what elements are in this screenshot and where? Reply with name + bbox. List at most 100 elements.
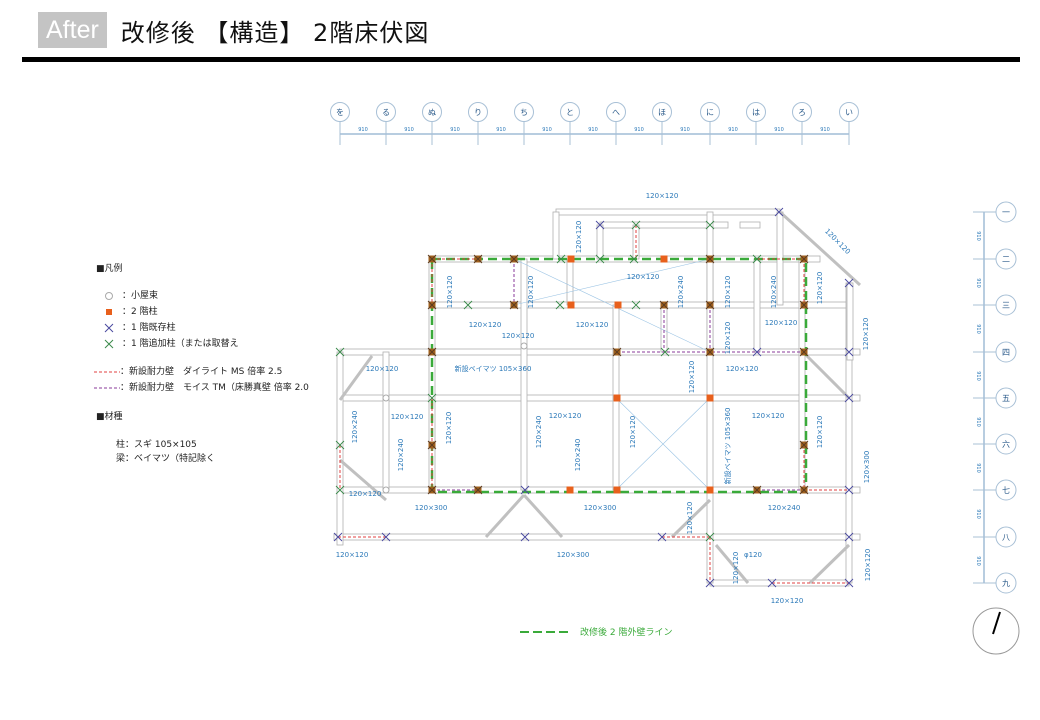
grid-spacing: 910 <box>450 127 460 133</box>
beam-size-label: 120×120 <box>445 412 453 445</box>
legend-item-2f-column: ：2 階柱 <box>96 304 309 320</box>
added-column <box>335 485 345 495</box>
column-2f-on-1f <box>509 254 519 264</box>
column-2f-on-1f <box>659 300 669 310</box>
outline-legend-label: 改修後 2 階外壁ライン <box>580 626 672 638</box>
existing-column <box>705 578 715 588</box>
grid-row-label: 一 <box>1002 208 1010 217</box>
brace <box>522 493 564 539</box>
green-cross-icon <box>96 339 122 349</box>
column-2f <box>660 255 668 263</box>
legend-item-truss-post: ：小屋束 <box>96 288 309 304</box>
beam-size-label: 120×120 <box>724 322 732 355</box>
added-column <box>752 254 762 264</box>
grid-spacing: 910 <box>496 127 506 133</box>
grid-spacing: 910 <box>774 127 784 133</box>
brace <box>808 543 851 585</box>
legend-wall-label: ：新設耐力壁 モイス TM（床勝真壁 倍率 2.0 <box>120 383 309 393</box>
truss-post <box>382 486 390 494</box>
beam-size-label: 120×120 <box>366 365 399 373</box>
grid-row-bubble <box>995 433 1017 455</box>
grid-col-label: へ <box>612 108 620 117</box>
legend-wall-moiss: ：新設耐力壁 モイス TM（床勝真壁 倍率 2.0 <box>94 380 309 396</box>
brace <box>338 355 374 401</box>
grid-row-label: 八 <box>1002 533 1010 542</box>
beam-size-label: 新設ベイマツ 105×360 <box>723 408 732 485</box>
existing-column <box>767 578 777 588</box>
beam-size-label: 120×120 <box>527 276 535 309</box>
material-beam: 梁：ベイマツ（特記除く <box>116 454 216 464</box>
title-rule <box>22 57 1020 62</box>
existing-column <box>520 485 530 495</box>
legend-item-label: ：小屋束 <box>122 291 159 301</box>
truss-post <box>520 342 528 350</box>
column-2f-on-1f <box>752 485 762 495</box>
beam-size-label: 120×120 <box>771 597 804 605</box>
beam-size-label: 120×120 <box>686 502 694 535</box>
grid-col-bubble <box>422 102 442 122</box>
beam <box>555 208 781 216</box>
grid-col-bubble <box>652 102 672 122</box>
beam-size-label: 120×120 <box>576 321 609 329</box>
purple-dash-line-icon <box>94 386 120 390</box>
columns <box>333 207 854 588</box>
column-2f-on-1f <box>799 254 809 264</box>
grid-col-label: る <box>382 108 390 117</box>
beam-size-label: 120×120 <box>502 332 535 340</box>
grid-row-bubble <box>995 387 1017 409</box>
existing-column <box>844 578 854 588</box>
brace <box>714 544 750 584</box>
existing-column <box>657 532 667 542</box>
added-column <box>705 220 715 230</box>
brace <box>339 458 387 502</box>
grid-spacing: 910 <box>680 127 690 133</box>
legend-item-added-column: ：1 階追加柱（または取替え <box>96 336 309 352</box>
existing-column <box>333 532 343 542</box>
column-2f-on-1f <box>705 254 715 264</box>
existing-column <box>381 532 391 542</box>
grid-col-label: は <box>752 108 760 117</box>
legend-item-label: ：1 階追加柱（または取替え <box>122 339 239 349</box>
grid-row-bubble <box>995 572 1017 594</box>
legend-item-label: ：2 階柱 <box>122 307 158 317</box>
column-2f-on-1f <box>799 300 809 310</box>
column-2f-on-1f <box>473 485 483 495</box>
grid-spacing: 910 <box>975 509 981 519</box>
existing-column <box>752 347 762 357</box>
diagonal-bracing <box>615 397 711 491</box>
grid-spacing: 910 <box>975 278 981 288</box>
grid-row-bubble <box>995 526 1017 548</box>
column-2f-on-1f <box>427 300 437 310</box>
beam <box>431 301 850 309</box>
north-arrow <box>972 607 1020 655</box>
beam-size-label: 120×300 <box>584 504 617 512</box>
diagonal-bracing <box>513 258 711 306</box>
column-2f-on-1f <box>799 485 809 495</box>
existing-column <box>844 278 854 288</box>
beam-size-label: 120×120 <box>765 319 798 327</box>
beam-size-label: 120×120 <box>816 416 824 449</box>
grid-row-bubble <box>995 341 1017 363</box>
grid-row-bubble <box>995 479 1017 501</box>
grid-spacing: 910 <box>975 463 981 473</box>
column-2f-on-1f <box>705 300 715 310</box>
column-2f <box>706 394 714 402</box>
beam-size-label: 120×120 <box>469 321 502 329</box>
material-column: 柱：スギ 105×105 <box>116 440 197 450</box>
outline-2f-exterior <box>430 257 808 494</box>
grid-spacing: 910 <box>542 127 552 133</box>
column-2f-on-1f <box>427 254 437 264</box>
column-2f-on-1f <box>473 254 483 264</box>
beam-size-label: 120×120 <box>549 412 582 420</box>
grid-row-label: 三 <box>1002 301 1010 310</box>
legend-item-existing-column: ：1 階既存柱 <box>96 320 309 336</box>
grid-row-bubble <box>995 248 1017 270</box>
column-2f <box>566 486 574 494</box>
grid-row-label: 七 <box>1002 486 1010 495</box>
beam <box>339 394 861 402</box>
beam-size-label: 120×240 <box>677 276 685 309</box>
column-2f <box>567 301 575 309</box>
grid-spacing: 910 <box>634 127 644 133</box>
beam <box>739 221 761 229</box>
